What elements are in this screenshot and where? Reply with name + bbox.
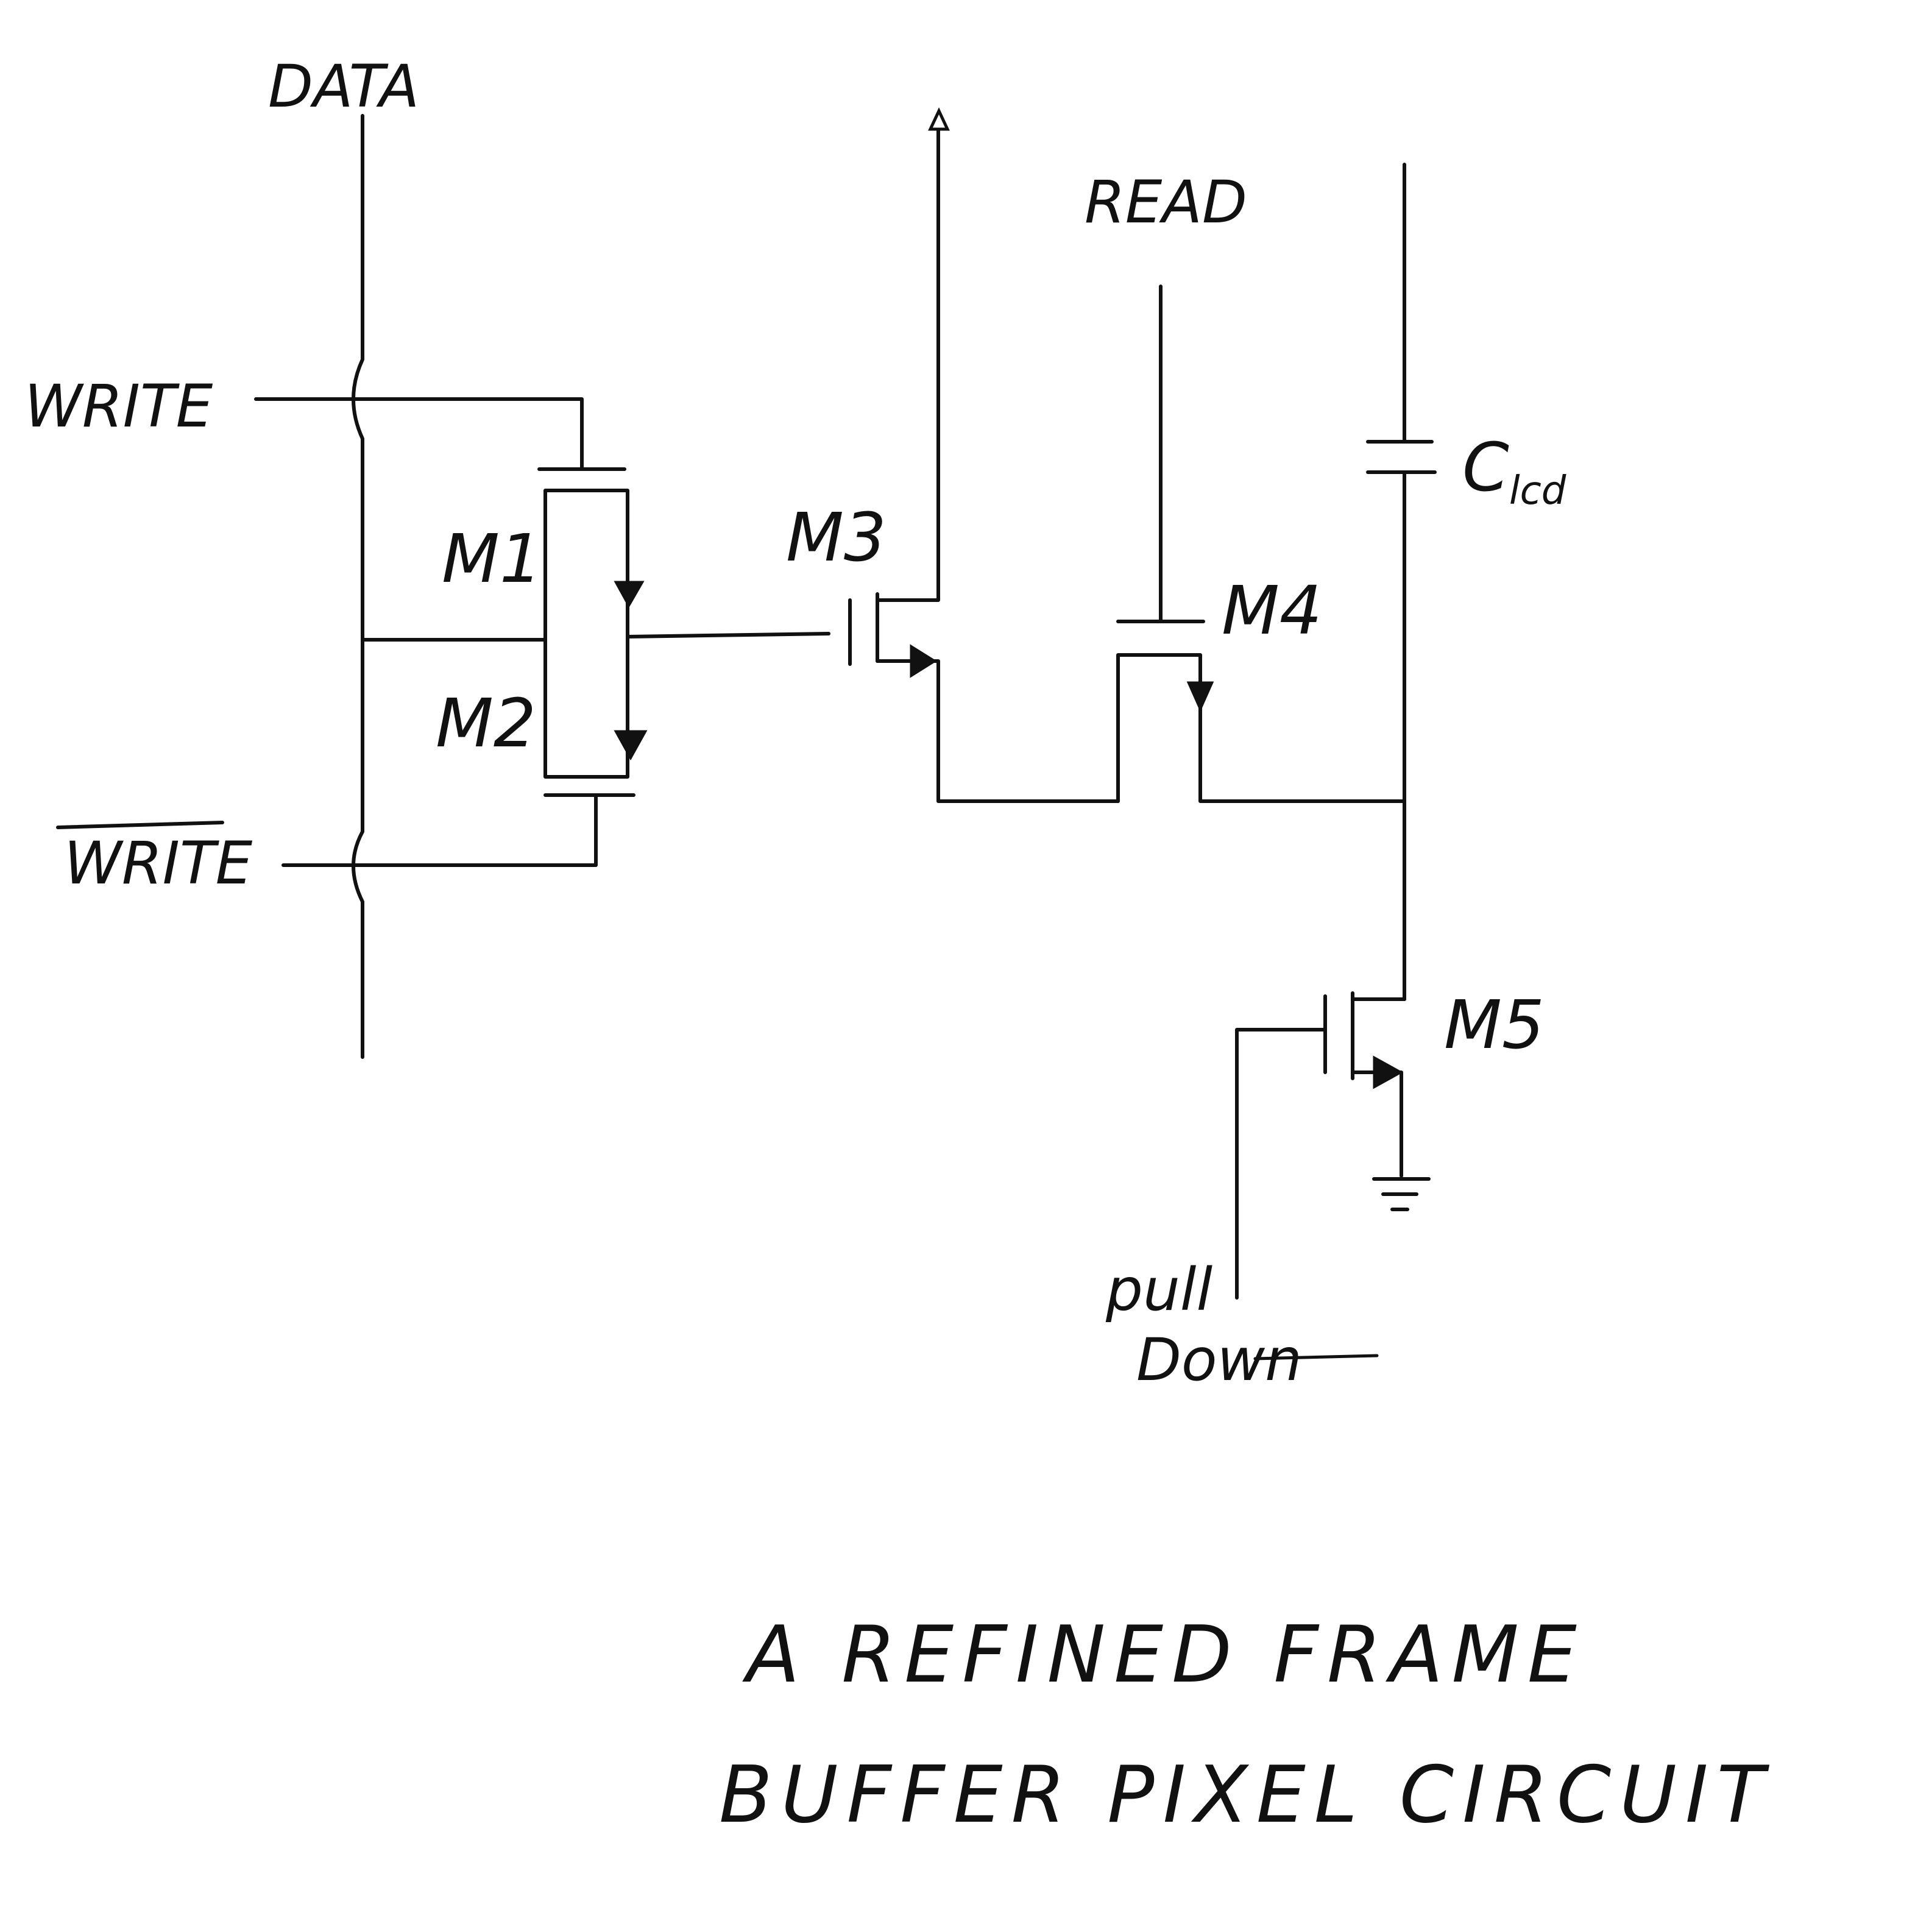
output-arrow-icon [930, 111, 947, 129]
m1-arrow-icon [615, 582, 643, 606]
transistor-m3 [850, 111, 1118, 801]
write-line [256, 399, 582, 469]
tg-channel [545, 490, 628, 777]
data-line [353, 116, 363, 1057]
read-label: READ [1085, 168, 1247, 236]
transistor-m5 [1237, 993, 1404, 1298]
transistor-m4 [1118, 286, 1404, 801]
m3-arrow-icon [911, 646, 935, 676]
m4-arrow-icon [1188, 682, 1212, 710]
title-line1: A REFINED FRAME [742, 1610, 1585, 1700]
ground-icon [1374, 1179, 1429, 1209]
clcd-subscript: lcd [1509, 469, 1566, 514]
data-label: DATA [268, 52, 419, 121]
clcd-main: C [1462, 428, 1509, 506]
m5-arrow-icon [1374, 1057, 1401, 1088]
transmission-gate-m1-m2 [363, 469, 829, 795]
m5-label: M5 [1444, 986, 1545, 1064]
write-bar-overline [58, 823, 222, 827]
capacitor-clcd [1368, 165, 1435, 999]
write-bar-label: WRITE [64, 829, 253, 897]
clcd-label: Clcd [1462, 428, 1566, 514]
m2-label: M2 [436, 684, 536, 762]
pull-down-label-line1: pull [1105, 1256, 1212, 1324]
tg-output-wire [628, 634, 829, 637]
m3-label: M3 [786, 498, 887, 576]
pull-down-label-line2: Down [1136, 1326, 1302, 1394]
write-label: WRITE [24, 372, 213, 441]
m4-label: M4 [1222, 571, 1322, 649]
m1-label: M1 [442, 520, 542, 598]
title-line2: BUFFER PIXEL CIRCUIT [719, 1750, 1773, 1841]
m2-arrow-icon [615, 731, 646, 759]
